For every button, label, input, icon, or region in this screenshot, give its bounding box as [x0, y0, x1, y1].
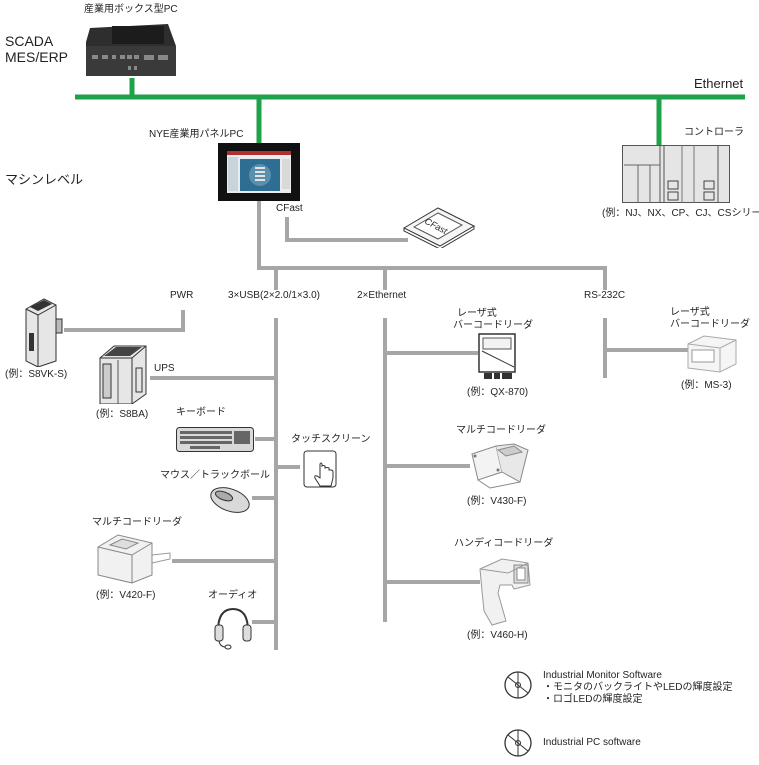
code-reader-icon [96, 533, 174, 590]
ups-example: (例：S8BA) [96, 409, 149, 420]
keyboard-title: キーボード [176, 407, 226, 418]
controller-example: (例：NJ、NX、CP、CJ、CSシリーズ) [602, 208, 759, 219]
scada-label: SCADA [5, 33, 54, 49]
box-pc-icon [82, 22, 178, 85]
power-supply-example: (例：S8VK-S) [5, 369, 68, 380]
machine-level-label: マシンレベル [5, 172, 84, 187]
local-bus [64, 200, 688, 650]
software-title-0: Industrial Monitor Software [543, 670, 662, 681]
touchscreen-title: タッチスクリーン [291, 434, 371, 445]
software-bullet-0-1: ・ロゴLEDの輝度設定 [543, 694, 643, 705]
laser-reader-icon [686, 334, 738, 379]
audio-title: オーディオ [208, 590, 258, 601]
rs232c-port-label: RS-232C [584, 290, 626, 301]
laser-reader-eth-title-1: レーザ式 [457, 308, 497, 319]
multi-reader-usb-title: マルチコードリーダ [92, 517, 182, 528]
disc-icon [503, 670, 533, 705]
laser-reader-eth-title-2: バーコードリーダ [453, 320, 533, 331]
mouse-title: マウス／トラックボール [160, 470, 270, 481]
cfast-card-icon: CFast [402, 206, 478, 253]
ethernet-port-label: 2×Ethernet [357, 290, 407, 301]
laser-reader-rs232-title-1: レーザ式 [670, 307, 710, 318]
panel-pc-title: NYE産業用パネルPC [149, 129, 244, 140]
plc-controller-icon [622, 145, 730, 208]
laser-reader-rs232-example: (例：MS-3) [681, 380, 732, 391]
multi-reader-usb-example: (例：V420-F) [96, 590, 156, 601]
multi-reader-eth-title: マルチコードリーダ [456, 425, 546, 436]
controller-title: コントローラ [684, 127, 744, 138]
software-title-1: Industrial PC software [543, 737, 641, 748]
handy-reader-title: ハンディコードリーダ [454, 538, 554, 549]
software-bullet-0-0: ・モニタのバックライトやLEDの輝度設定 [543, 682, 733, 693]
touch-hand-icon [303, 450, 339, 497]
code-reader-icon [468, 442, 534, 497]
usb-port-label: 3×USB(2×2.0/1×3.0) [228, 290, 321, 301]
laser-reader-icon [478, 333, 518, 388]
keyboard-icon [176, 425, 254, 458]
ethernet-bus [75, 78, 745, 145]
laser-reader-eth-example: (例：QX-870) [467, 387, 529, 398]
ups-icon [98, 344, 148, 409]
ups-port-label: UPS [154, 363, 175, 374]
mes-erp-label: MES/ERP [5, 49, 69, 65]
handy-reader-example: (例：V460-H) [467, 630, 528, 641]
box-pc-title: 産業用ボックス型PC [84, 4, 178, 15]
ethernet-label: Ethernet [694, 76, 744, 91]
panel-pc-icon [218, 143, 300, 206]
multi-reader-eth-example: (例：V430-F) [467, 496, 527, 507]
laser-reader-rs232-title-2: バーコードリーダ [670, 319, 750, 330]
power-supply-icon [22, 297, 66, 372]
mouse-icon [208, 486, 252, 519]
headset-icon [212, 605, 254, 656]
pwr-port-label: PWR [170, 290, 194, 301]
disc-icon [503, 728, 533, 763]
handheld-scanner-icon [478, 555, 536, 632]
cfast-port-label: CFast [276, 203, 303, 214]
